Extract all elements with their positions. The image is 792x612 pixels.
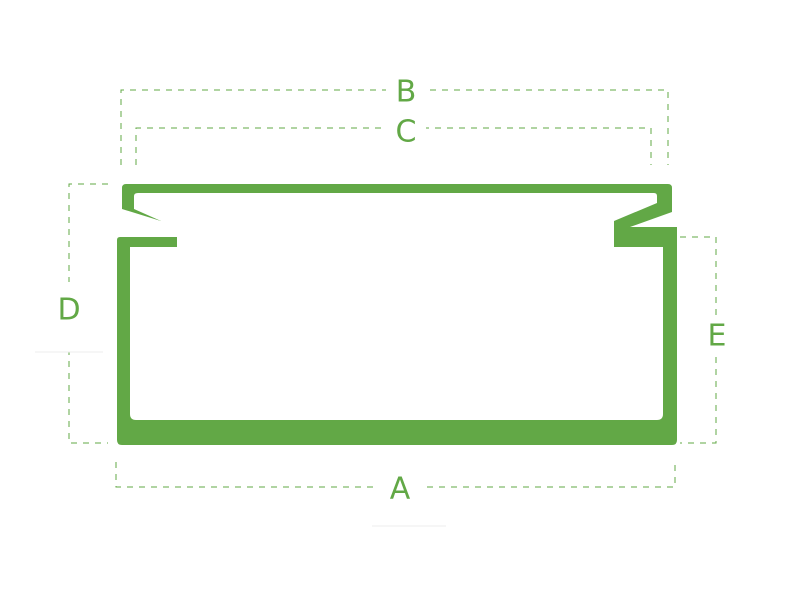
dimension-label-b: B (396, 75, 417, 110)
dimension-label-e: E (708, 319, 727, 354)
dimension-label-d-background (45, 282, 93, 352)
channel-profile-inner (130, 193, 663, 420)
dimension-label-c-background (386, 117, 426, 145)
dimension-label-a-background (378, 474, 422, 502)
dimension-label-c: C (396, 115, 417, 150)
dimension-label-a: A (390, 472, 411, 507)
dimension-label-b-background (386, 78, 426, 104)
dimension-line-e (680, 236, 717, 444)
dimension-label-d: D (57, 293, 80, 328)
dimension-label-e-background (700, 318, 734, 354)
